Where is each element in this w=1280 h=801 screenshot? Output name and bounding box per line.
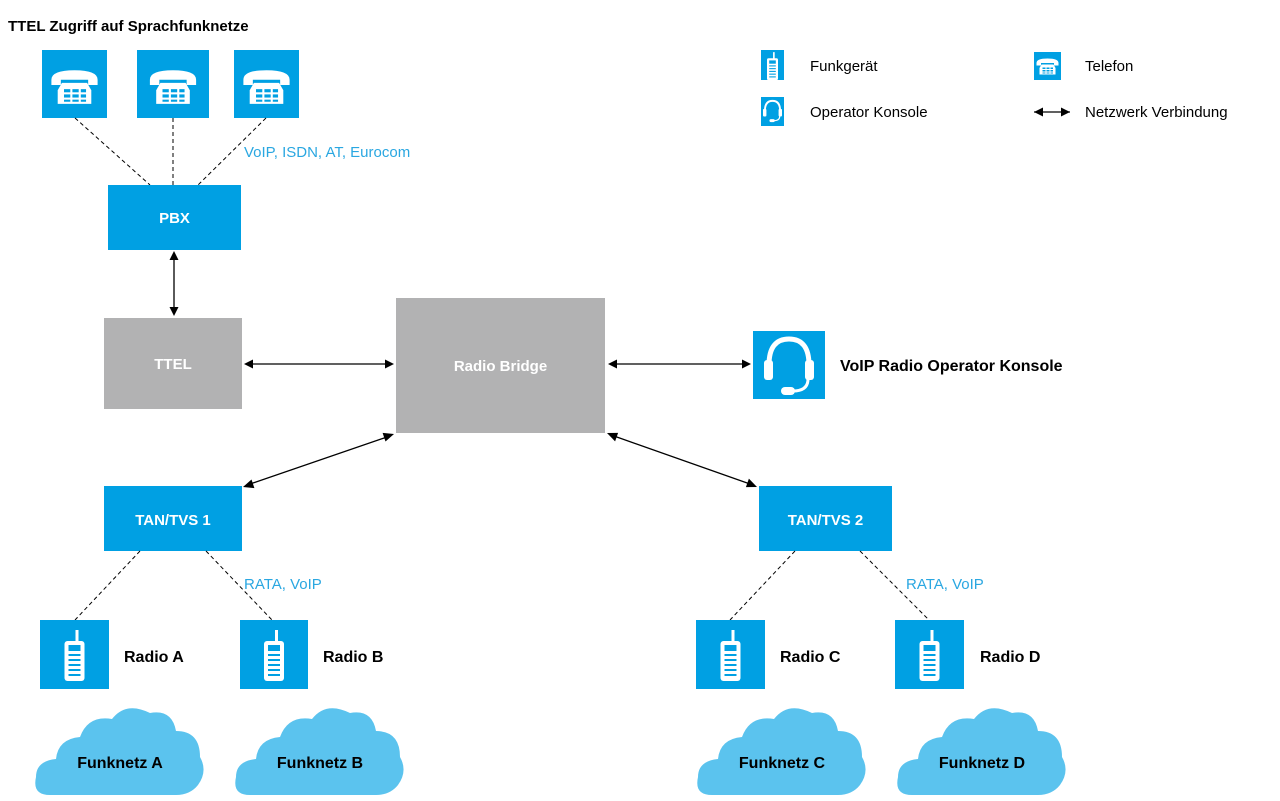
diagram-title: TTEL Zugriff auf Sprachfunknetze — [8, 18, 249, 35]
cloud-funknetz-c: Funknetz C — [697, 708, 866, 795]
radio-bridge-box — [396, 298, 605, 433]
cloud-label-b: Funknetz B — [277, 755, 363, 772]
radio-protocols-2: RATA, VoIP — [906, 576, 984, 593]
legend: Funkgerät Operator Konsole Telefon Netzw… — [761, 50, 1228, 126]
radio-b-label: Radio B — [323, 649, 383, 666]
legend-phone-label: Telefon — [1085, 58, 1133, 75]
console-label: VoIP Radio Operator Konsole — [840, 358, 1063, 375]
ttel-label: TTEL — [154, 356, 192, 373]
cloud-label-c: Funknetz C — [739, 755, 826, 772]
radio-d-label: Radio D — [980, 649, 1040, 666]
tan-tvs-1-label: TAN/TVS 1 — [135, 512, 211, 529]
tan-tvs-2-label: TAN/TVS 2 — [788, 512, 864, 529]
pbx-label: PBX — [159, 210, 190, 227]
cloud-label-a: Funknetz A — [77, 755, 163, 772]
cloud-label-d: Funknetz D — [939, 755, 1025, 772]
radio-bridge-label: Radio Bridge — [454, 358, 547, 375]
double-arrow-icon — [1034, 107, 1070, 117]
cloud-funknetz-d: Funknetz D — [897, 708, 1066, 795]
legend-console-label: Operator Konsole — [810, 104, 928, 121]
tan-tvs-1-box — [104, 486, 242, 551]
pbx-box — [108, 185, 241, 250]
ttel-box — [104, 318, 242, 409]
legend-link-label: Netzwerk Verbindung — [1085, 104, 1228, 121]
radio-c-label: Radio C — [780, 649, 841, 666]
cloud-funknetz-a: Funknetz A — [35, 708, 204, 795]
radio-a-label: Radio A — [124, 649, 184, 666]
phone-protocols: VoIP, ISDN, AT, Eurocom — [244, 144, 410, 161]
cloud-funknetz-b: Funknetz B — [235, 708, 404, 795]
legend-radio-label: Funkgerät — [810, 58, 878, 75]
tan-tvs-2-box — [759, 486, 892, 551]
radio-protocols-1: RATA, VoIP — [244, 576, 322, 593]
